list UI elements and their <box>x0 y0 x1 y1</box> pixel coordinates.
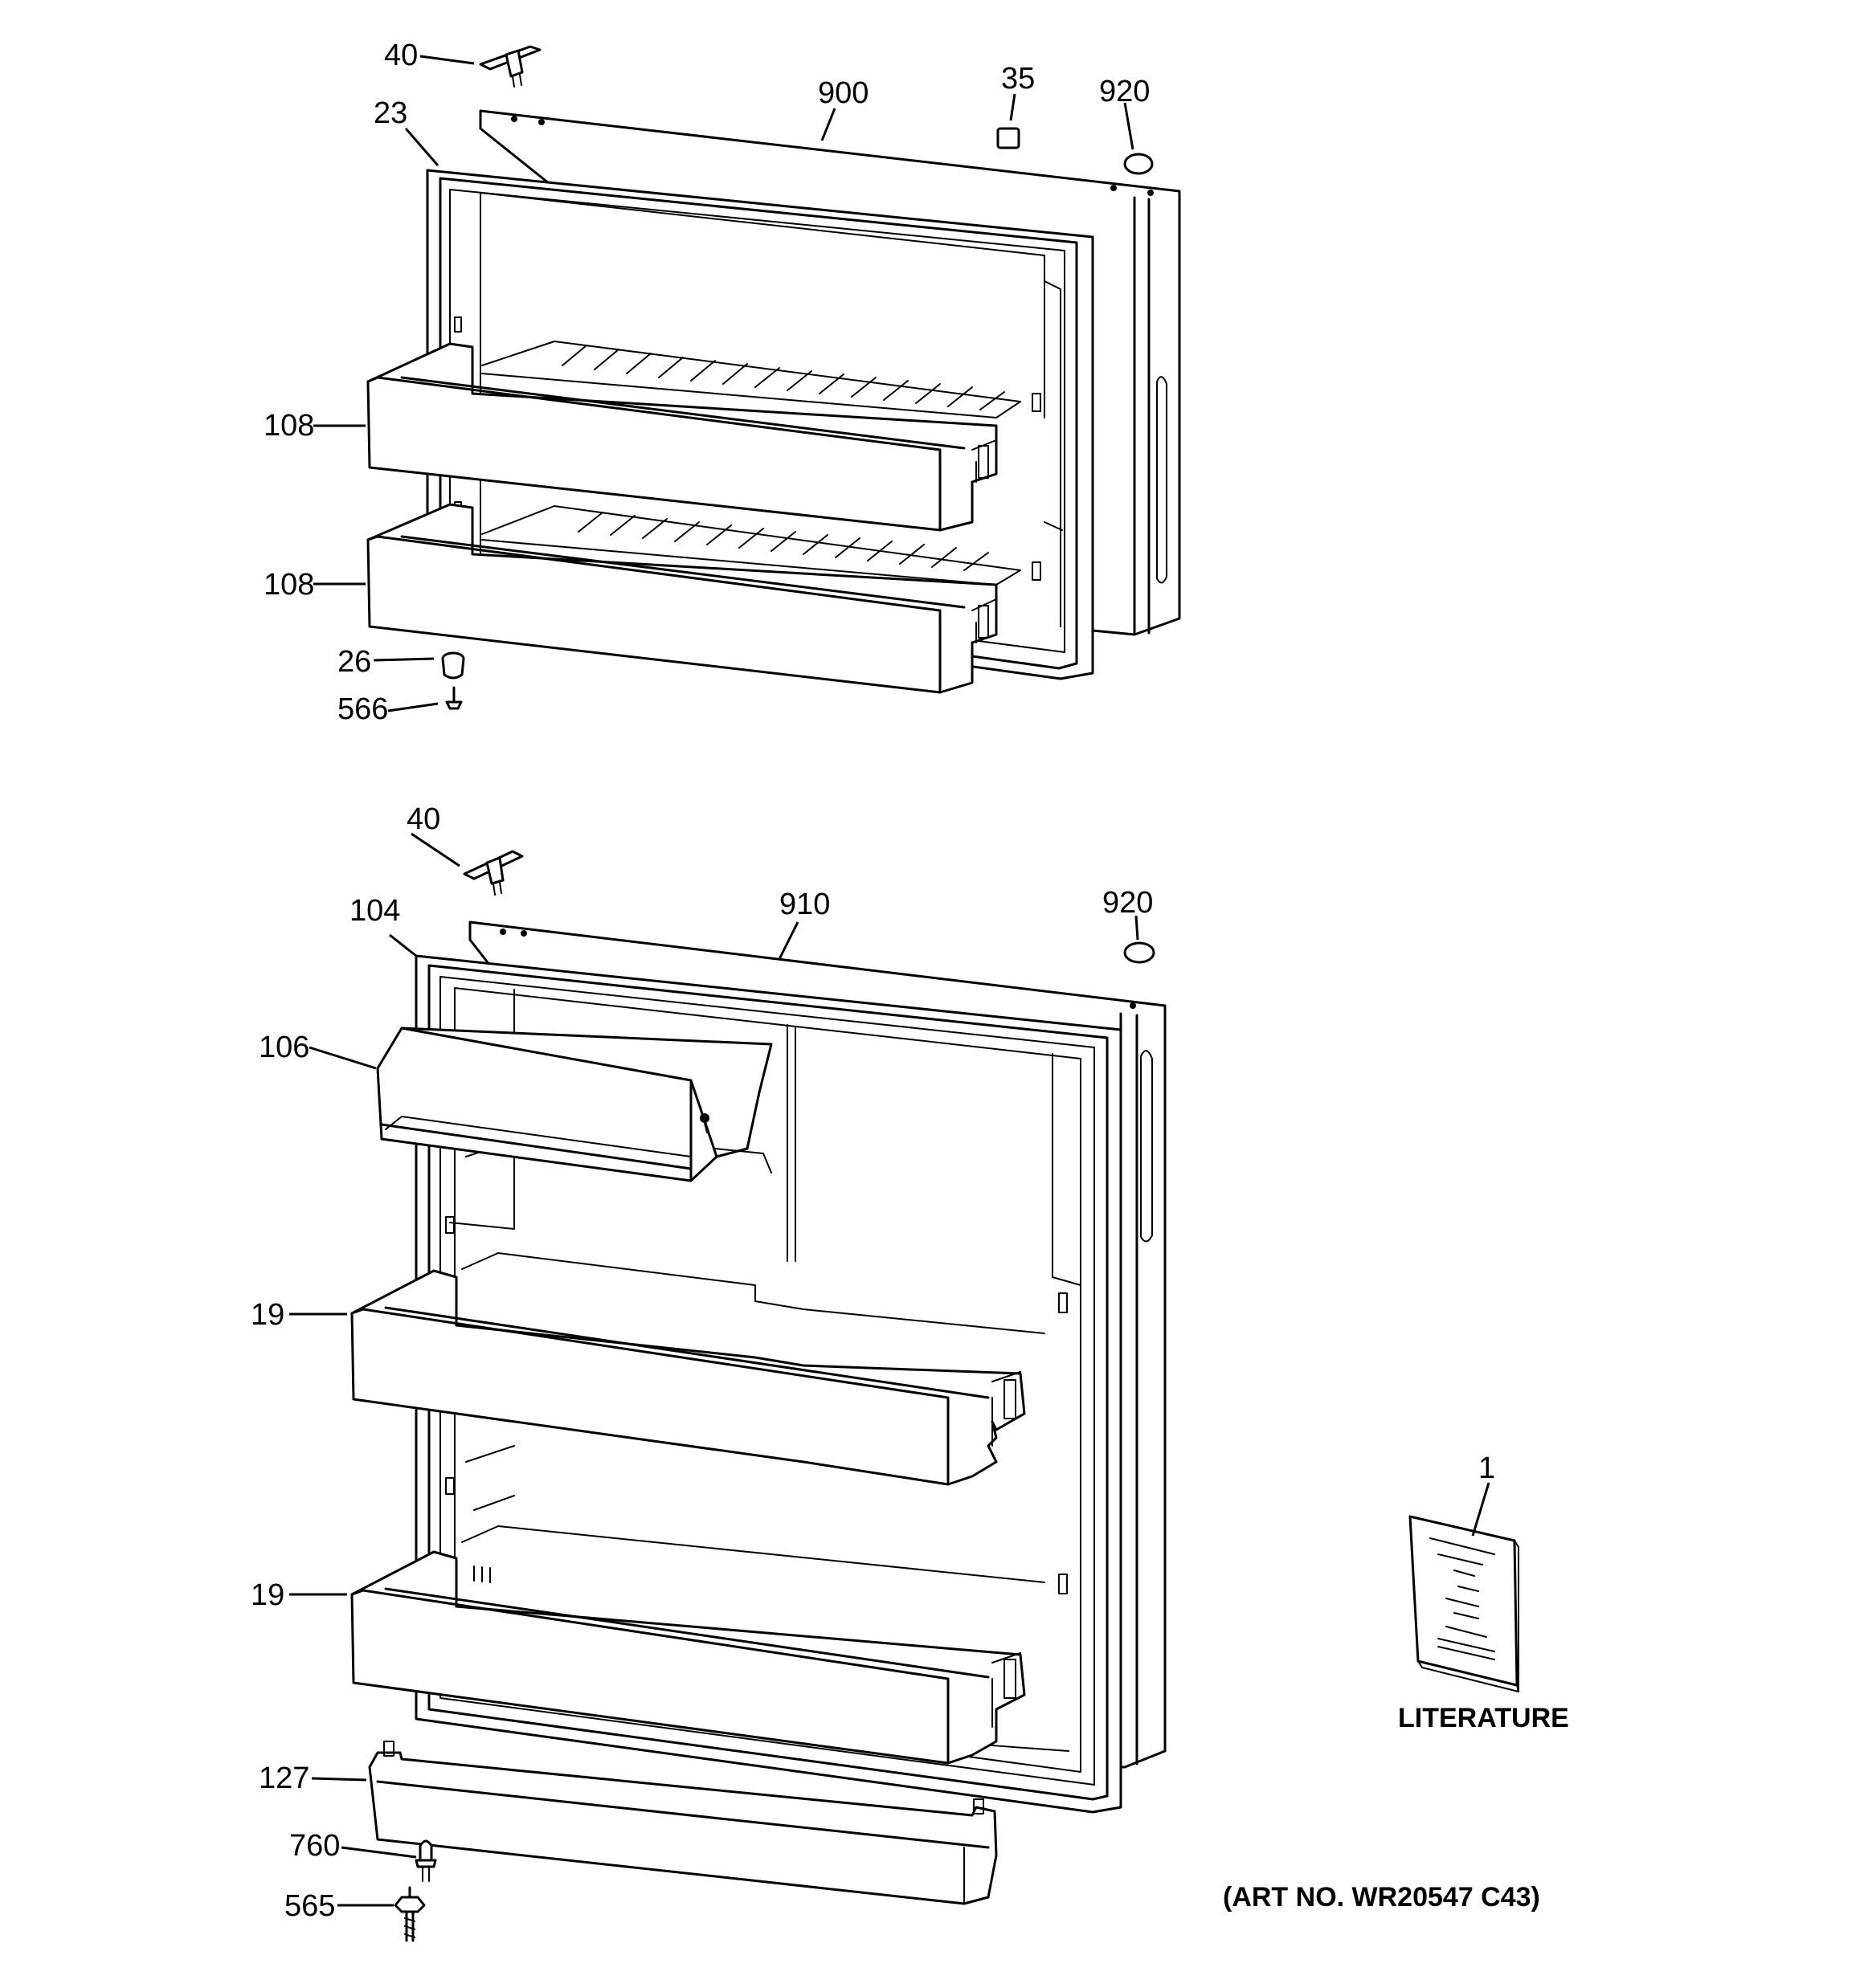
label-freezer-gasket: 23 <box>374 96 407 130</box>
label-fresh-food-hinge-pin: 40 <box>407 802 440 836</box>
label-literature-number: 1 <box>1478 1451 1495 1485</box>
label-fresh-food-shelf-upper: 19 <box>251 1298 284 1332</box>
fresh-food-shelf-upper <box>350 1252 1045 1486</box>
label-freezer-shelf-upper: 108 <box>264 409 314 443</box>
label-freezer-screw: 566 <box>337 692 388 726</box>
freezer-plug-icon <box>996 127 1020 149</box>
art-number: (ART NO. WR20547 C43) <box>1223 1882 1540 1912</box>
bottom-screw-icon <box>394 1886 426 1942</box>
label-freezer-door-assembly: 900 <box>818 76 869 110</box>
fresh-food-rail <box>368 1741 998 1905</box>
freezer-stop-icon <box>441 651 465 680</box>
label-freezer-shelf-lower: 108 <box>264 568 314 602</box>
bottom-hinge-pin-icon <box>415 1839 437 1882</box>
label-freezer-hole-plug: 920 <box>1099 75 1150 108</box>
freezer-shelf-upper <box>366 342 998 532</box>
freezer-liner-ribs <box>481 341 1021 586</box>
freezer-shelf-lower <box>366 503 998 694</box>
label-dairy-door: 106 <box>259 1031 309 1064</box>
label-fresh-food-hole-plug: 920 <box>1102 886 1153 920</box>
label-fresh-food-gasket: 104 <box>349 894 400 928</box>
fresh-food-hole-plug-icon <box>1123 941 1155 964</box>
callout-labels: 40 23 900 35 920 108 108 26 566 40 104 9… <box>251 39 1569 1923</box>
fresh-food-hinge-pin-icon <box>463 850 524 896</box>
label-bottom-hinge-pin: 760 <box>289 1829 340 1863</box>
freezer-hinge-pin-icon <box>479 45 542 88</box>
leader-lines <box>289 55 1490 1907</box>
label-bottom-screw: 565 <box>284 1889 335 1923</box>
label-freezer-plug: 35 <box>1001 62 1035 96</box>
label-freezer-hinge-pin: 40 <box>384 39 418 72</box>
label-fresh-food-shelf-lower: 19 <box>251 1578 284 1612</box>
dairy-door <box>376 1027 773 1182</box>
label-freezer-stop: 26 <box>337 645 371 679</box>
label-fresh-food-door-assembly: 910 <box>779 888 830 921</box>
fresh-food-door <box>350 850 1167 1942</box>
freezer-screw-icon <box>445 686 463 710</box>
freezer-door <box>366 45 1181 710</box>
label-fresh-food-rail: 127 <box>259 1761 309 1795</box>
literature-booklet-icon <box>1408 1515 1519 1692</box>
literature-caption: LITERATURE <box>1398 1703 1569 1733</box>
fresh-food-shelf-lower <box>350 1525 1045 1765</box>
freezer-hole-plug-icon <box>1123 153 1154 175</box>
